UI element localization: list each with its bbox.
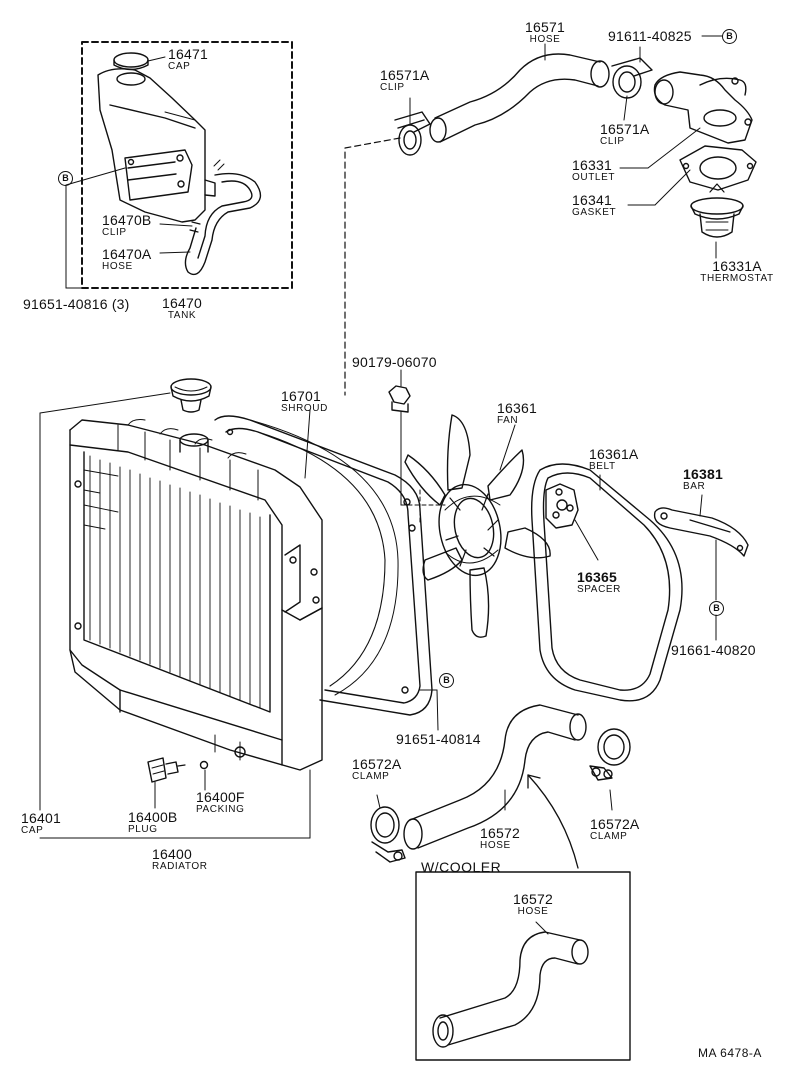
- radiator-core-fins: [83, 455, 261, 709]
- ref-marker-b-tank: B: [58, 171, 73, 186]
- fan-bolt: [388, 385, 411, 413]
- fan-shroud: [214, 415, 433, 716]
- tank-group-box: [81, 41, 293, 289]
- radiator-cap: [170, 378, 212, 413]
- lower-leaders: [376, 789, 613, 811]
- lower-clamp-right: [589, 728, 631, 781]
- label-90179-06070: 90179-06070: [352, 354, 437, 370]
- upper-leaders: [409, 35, 723, 259]
- cooler-hose: [432, 921, 589, 1048]
- shroud-bolt-leader: [419, 689, 439, 731]
- cooling-fan: [404, 414, 551, 638]
- label-91611-40825: 91611-40825: [608, 28, 692, 44]
- radiator-leaders: [39, 392, 311, 839]
- upper-hose: [429, 53, 610, 143]
- drain-packing: [199, 760, 209, 770]
- reservoir-cap: [113, 52, 166, 71]
- ref-marker-b-shroud: B: [439, 673, 454, 688]
- bar-leaders: [699, 494, 717, 641]
- label-91661-40820: 91661-40820: [671, 642, 756, 658]
- fan-spacer: [545, 483, 579, 529]
- fan-leaders: [400, 369, 516, 526]
- upper-hose-locator-line: [344, 137, 401, 396]
- diagram-code: MA 6478-A: [698, 1046, 762, 1060]
- ref-marker-b-outlet: B: [722, 29, 737, 44]
- radiator: [69, 419, 323, 771]
- tank-leaders: [65, 167, 193, 289]
- reservoir-tank: [97, 68, 216, 223]
- drain-plug: [147, 757, 186, 783]
- outlet-gasket: [679, 145, 757, 191]
- hose-clip-left: [394, 111, 431, 156]
- cooler-inset-title: W/COOLER: [421, 859, 502, 875]
- belt-leaders: [574, 474, 601, 561]
- lower-clamp-left: [370, 806, 406, 863]
- adjusting-bar: [653, 507, 749, 557]
- thermostat: [690, 183, 744, 238]
- reservoir-hose: [184, 159, 262, 276]
- label-91651-40814: 91651-40814: [396, 731, 481, 747]
- ref-marker-b-bar: B: [709, 601, 724, 616]
- drive-belt: [530, 463, 683, 702]
- hose-clip-right: [611, 57, 653, 99]
- label-91651-40816: 91651-40816 (3): [23, 296, 130, 312]
- water-outlet: [653, 71, 753, 144]
- lower-hose: [403, 704, 587, 850]
- cooler-inset-box: [415, 871, 631, 1061]
- cooler-arrow: [527, 774, 579, 869]
